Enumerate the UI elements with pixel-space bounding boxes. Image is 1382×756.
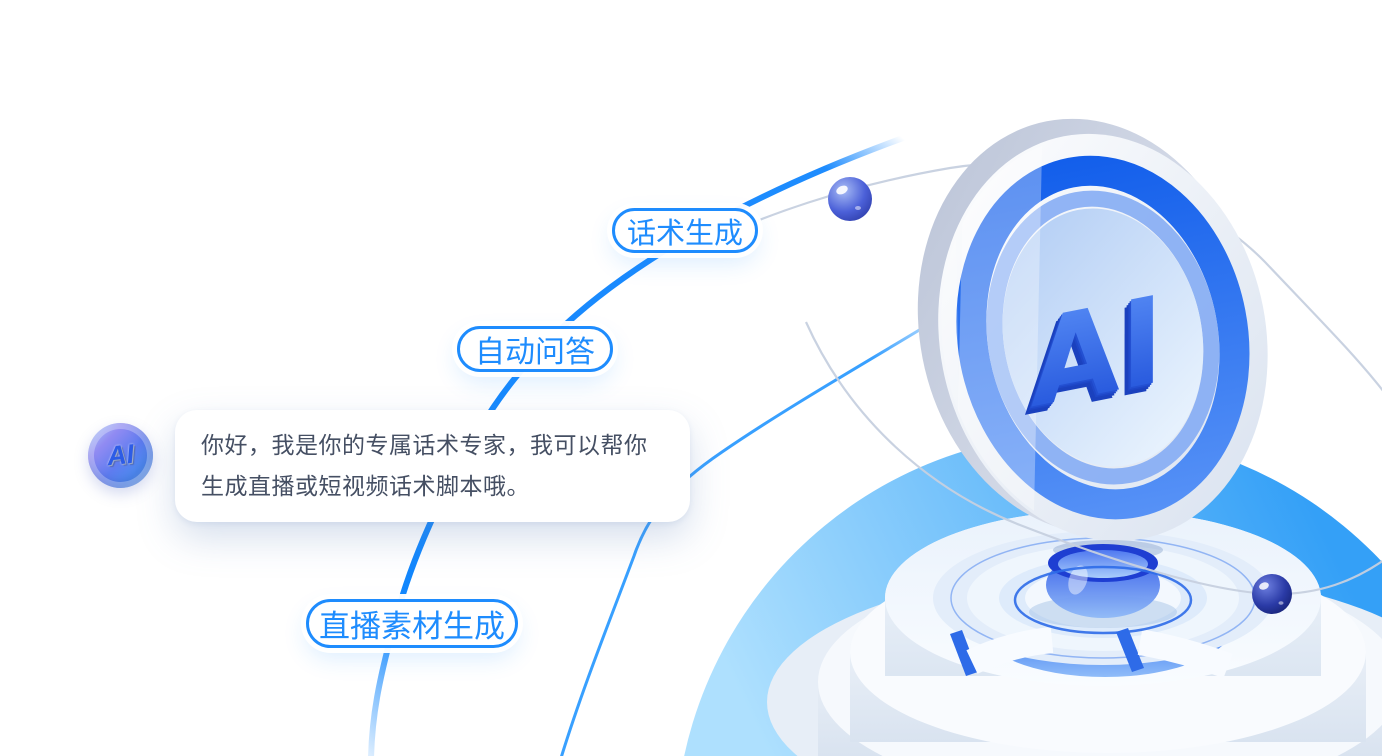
ai-badge-ring [956,155,1250,520]
feature-tag-label: 自动问答 [475,336,595,369]
glass-dome [1013,540,1193,635]
ai-badge-text: AI AI AI AI AI [1004,271,1177,442]
orbit-line-bottom [804,321,1382,596]
feature-tag-live-material-generation[interactable]: 直播素材生成 [306,599,518,648]
orbit-sphere-right [1252,574,1292,614]
assistant-message-bubble: 你好，我是你的专属话术专家，我可以帮你生成直播或短视频话术脚本哦。 [175,410,690,522]
feature-tag-auto-qa[interactable]: 自动问答 [457,326,613,372]
pedestal-bracket-left [950,627,1054,676]
feature-tag-label: 直播素材生成 [319,609,505,644]
feature-tag-script-generation[interactable]: 话术生成 [612,208,758,253]
assistant-message-text: 你好，我是你的专属话术专家，我可以帮你生成直播或短视频话术脚本哦。 [201,432,648,499]
feature-tag-label: 话术生成 [626,217,743,250]
orbit-sphere-top [828,177,872,221]
ai-badge: AI AI AI AI AI [913,116,1268,567]
ai-avatar-label: AI [105,438,136,472]
ai-avatar-icon: AI [88,423,153,488]
pedestal-bracket-right [1116,628,1233,679]
